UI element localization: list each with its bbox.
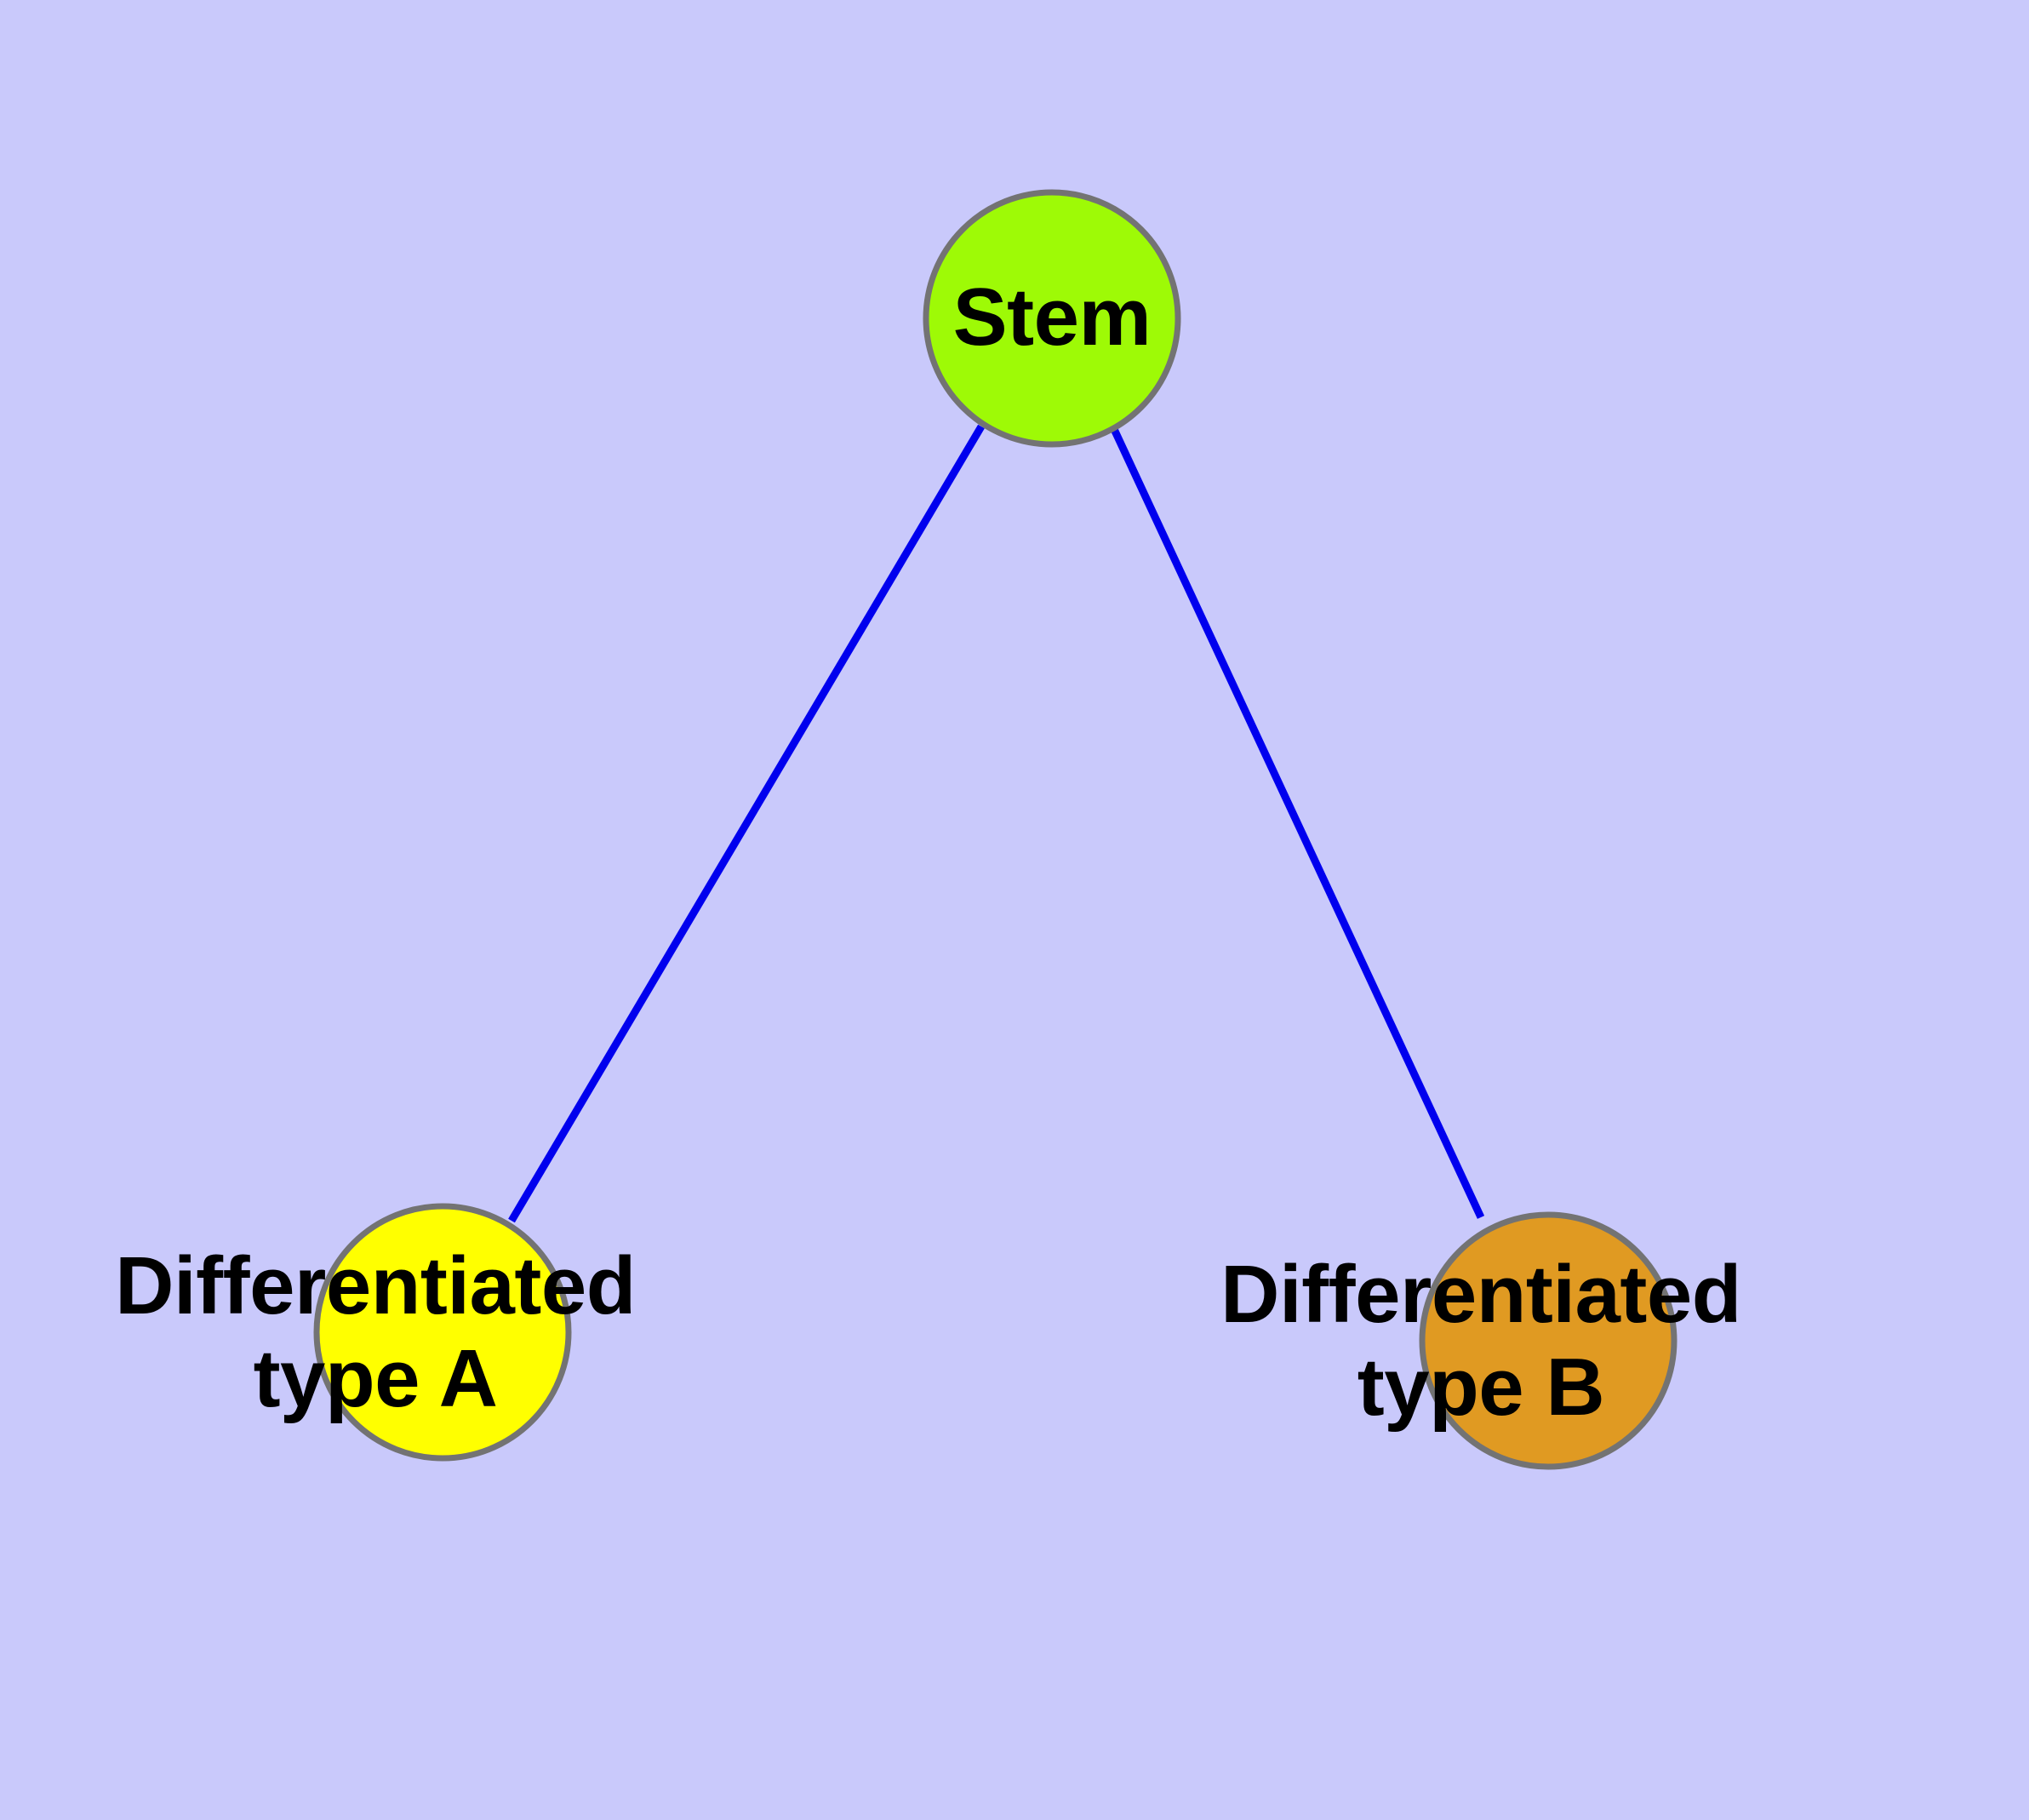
edge-stem-to-differentiated-type-b[interactable] bbox=[1109, 426, 1485, 1219]
node-circle-differentiated-type-a[interactable] bbox=[313, 1203, 572, 1462]
node-circle-stem[interactable] bbox=[923, 189, 1181, 448]
edge-stem-to-differentiated-type-a[interactable] bbox=[508, 424, 985, 1223]
node-circle-differentiated-type-b[interactable] bbox=[1419, 1211, 1677, 1470]
